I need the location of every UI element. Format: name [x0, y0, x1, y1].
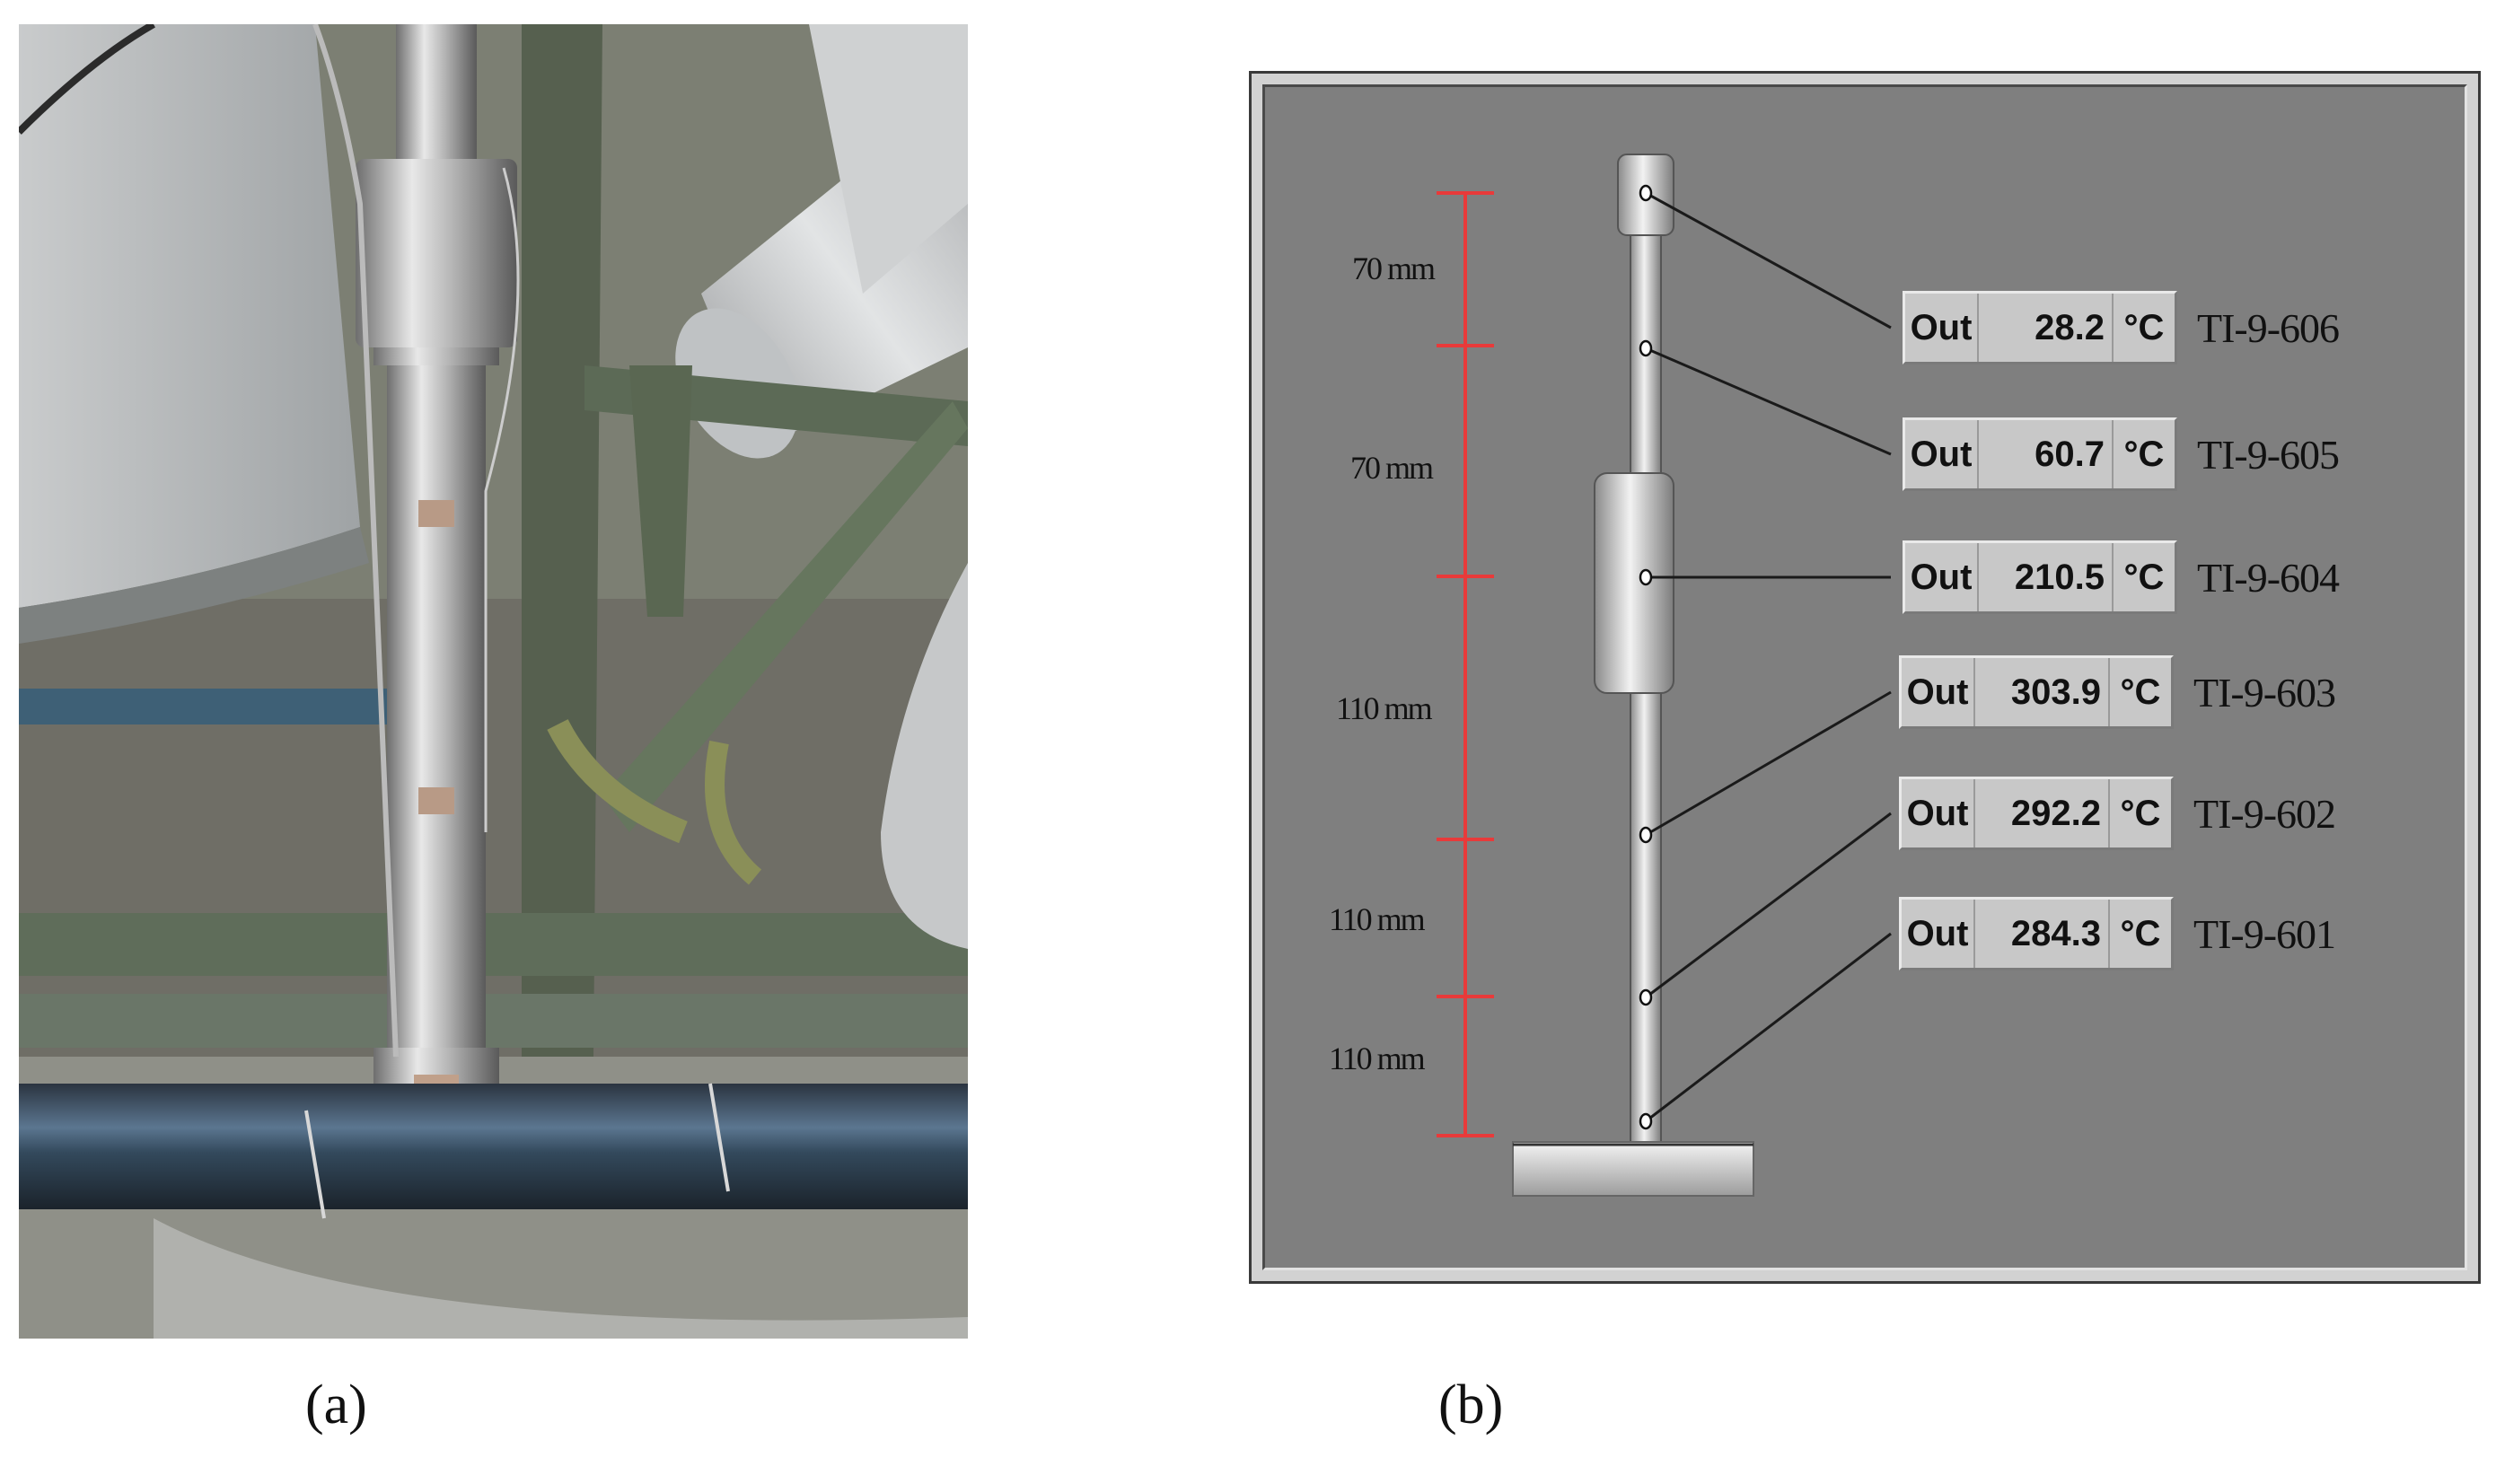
temperature-value: 284.3	[1975, 900, 2110, 968]
readout-ti-9-606: Out 28.2 °C TI-9-606	[1903, 291, 2340, 364]
readout-field[interactable]: Out 284.3 °C	[1899, 897, 2174, 970]
temperature-value: 303.9	[1975, 658, 2110, 726]
temperature-value: 60.7	[1979, 420, 2114, 488]
sensor-point	[1639, 184, 1653, 202]
photo-test-rig	[19, 24, 968, 1339]
dimension-scale	[1437, 191, 1494, 1137]
readout-ti-9-604: Out 210.5 °C TI-9-604	[1903, 540, 2340, 614]
probe-rod	[1512, 154, 1754, 1197]
hmi-drawing	[1437, 154, 1892, 1197]
temperature-unit: °C	[2123, 557, 2165, 597]
spacing-label: 110 mm	[1329, 1041, 1426, 1076]
caption-a: (a)	[305, 1374, 367, 1436]
readout-ti-9-601: Out 284.3 °C TI-9-601	[1899, 897, 2336, 970]
readout-ti-9-602: Out 292.2 °C TI-9-602	[1899, 777, 2336, 850]
temperature-unit: °C	[2123, 307, 2165, 347]
temperature-value: 28.2	[1979, 294, 2114, 362]
readout-ti-9-605: Out 60.7 °C TI-9-605	[1903, 417, 2340, 491]
temperature-value: 292.2	[1975, 779, 2110, 847]
mode-label: Out	[1905, 543, 1979, 611]
readout-ti-9-603: Out 303.9 °C TI-9-603	[1899, 655, 2336, 729]
hmi-screen	[1262, 84, 2467, 1270]
sensor-tag: TI-9-605	[2197, 431, 2340, 478]
sensor-point	[1639, 826, 1653, 844]
mode-label: Out	[1905, 294, 1979, 362]
readout-field[interactable]: Out 303.9 °C	[1899, 655, 2174, 729]
spacing-label: 110 mm	[1329, 901, 1426, 937]
temperature-unit: °C	[2123, 434, 2165, 474]
photo-illustration	[19, 24, 968, 1339]
temperature-value: 210.5	[1979, 543, 2114, 611]
readout-field[interactable]: Out 28.2 °C	[1903, 291, 2177, 364]
sensor-point	[1639, 1112, 1653, 1130]
sensor-tag: TI-9-603	[2193, 669, 2336, 716]
spacing-label: 70 mm	[1352, 250, 1436, 286]
mode-label: Out	[1905, 420, 1979, 488]
sensor-tag: TI-9-604	[2197, 554, 2340, 601]
sensor-point	[1639, 339, 1653, 357]
mode-label: Out	[1902, 658, 1975, 726]
sensor-point	[1639, 988, 1653, 1006]
temperature-unit: °C	[2120, 793, 2161, 833]
temperature-unit: °C	[2120, 672, 2161, 712]
readout-field[interactable]: Out 292.2 °C	[1899, 777, 2174, 850]
leader-lines	[1645, 191, 1892, 1123]
caption-b: (b)	[1438, 1374, 1504, 1436]
sensor-tag: TI-9-606	[2197, 304, 2340, 351]
mode-label: Out	[1902, 779, 1975, 847]
sensor-tag: TI-9-602	[2193, 790, 2336, 837]
mode-label: Out	[1902, 900, 1975, 968]
readout-field[interactable]: Out 60.7 °C	[1903, 417, 2177, 491]
sensor-tag: TI-9-601	[2193, 910, 2336, 957]
sensor-point	[1639, 568, 1653, 586]
temperature-unit: °C	[2120, 913, 2161, 953]
spacing-label: 70 mm	[1350, 450, 1434, 486]
readout-field[interactable]: Out 210.5 °C	[1903, 540, 2177, 614]
spacing-label: 110 mm	[1336, 690, 1433, 726]
sensor-points	[1639, 184, 1653, 1130]
hmi-temperature-panel: 70 mm 70 mm 110 mm 110 mm 110 mm Out 28.…	[1249, 71, 2481, 1284]
